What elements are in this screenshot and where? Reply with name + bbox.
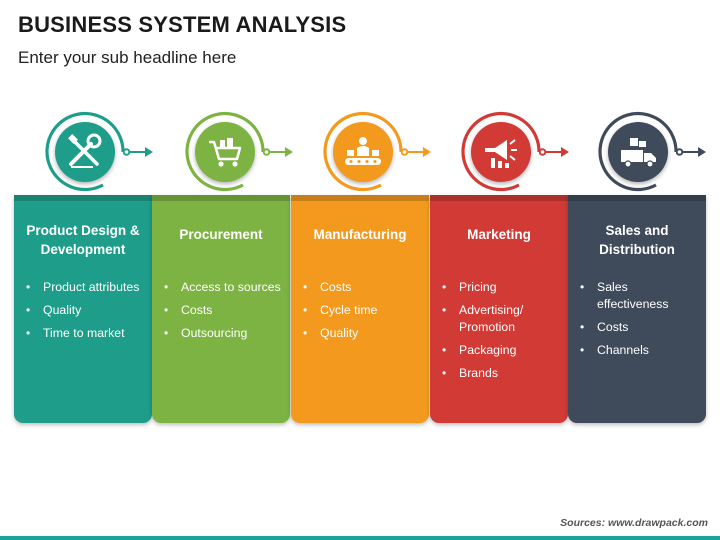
list-item: Packaging: [442, 342, 562, 359]
conveyor-worker-icon: [333, 122, 393, 182]
step-icon-ring: [45, 111, 153, 192]
step-title: Manufacturing: [313, 227, 407, 242]
step-icon-ring: [323, 111, 431, 192]
megaphone-chart-icon: [471, 122, 531, 182]
delivery-truck-icon: [608, 122, 668, 182]
list-item: Product attributes: [26, 279, 146, 296]
list-item: Cycle time: [303, 302, 423, 319]
step-items-list: PricingAdvertising/ PromotionPackagingBr…: [442, 279, 562, 388]
card-top-strip: [430, 195, 568, 201]
page-subtitle: Enter your sub headline here: [18, 48, 237, 67]
source-credit: Sources: www.drawpack.com: [560, 517, 708, 529]
list-item: Costs: [580, 319, 700, 336]
ring-arc: [45, 111, 125, 192]
step-title: Procurement: [179, 227, 263, 242]
step-title: Product Design & Development: [26, 223, 140, 257]
card-top-strip: [291, 195, 429, 201]
list-item: Pricing: [442, 279, 562, 296]
ring-arc: [461, 111, 541, 192]
card-top-strip: [568, 195, 706, 201]
list-item: Time to market: [26, 325, 146, 342]
step-items-list: CostsCycle timeQuality: [303, 279, 423, 348]
tools-icon: [55, 122, 115, 182]
step-icon-ring: [185, 111, 293, 192]
step-items-list: Product attributesQualityTime to market: [26, 279, 146, 348]
list-item: Outsourcing: [164, 325, 284, 342]
step-card: ProcurementAccess to sourcesCostsOutsour…: [152, 195, 290, 423]
step-card: MarketingPricingAdvertising/ PromotionPa…: [430, 195, 568, 423]
ring-arc: [323, 111, 403, 192]
ring-arc: [598, 111, 678, 192]
step-icon-ring: [598, 111, 706, 192]
list-item: Quality: [26, 302, 146, 319]
shopping-cart-icon: [195, 122, 255, 182]
list-item: Advertising/ Promotion: [442, 302, 562, 336]
ring-arc: [185, 111, 265, 192]
connector-arrow-icon: [539, 147, 569, 157]
connector-arrow-icon: [401, 147, 431, 157]
list-item: Sales effectiveness: [580, 279, 700, 313]
list-item: Costs: [164, 302, 284, 319]
step-items-list: Sales effectivenessCostsChannels: [580, 279, 700, 365]
step-title: Sales and Distribution: [599, 223, 675, 257]
step-card: ManufacturingCostsCycle timeQuality: [291, 195, 429, 423]
list-item: Brands: [442, 365, 562, 382]
page-title: BUSINESS SYSTEM ANALYSIS: [18, 12, 347, 37]
list-item: Channels: [580, 342, 700, 359]
card-top-strip: [14, 195, 152, 201]
list-item: Costs: [303, 279, 423, 296]
connector-arrow-icon: [676, 147, 706, 157]
step-card: Product Design & DevelopmentProduct attr…: [14, 195, 152, 423]
list-item: Quality: [303, 325, 423, 342]
step-items-list: Access to sourcesCostsOutsourcing: [164, 279, 284, 348]
card-top-strip: [152, 195, 290, 201]
connector-arrow-icon: [263, 147, 293, 157]
step-card: Sales and DistributionSales effectivenes…: [568, 195, 706, 423]
step-title: Marketing: [467, 227, 531, 242]
step-icon-ring: [461, 111, 569, 192]
connector-arrow-icon: [123, 147, 153, 157]
list-item: Access to sources: [164, 279, 284, 296]
bottom-accent-bar: [0, 536, 720, 540]
